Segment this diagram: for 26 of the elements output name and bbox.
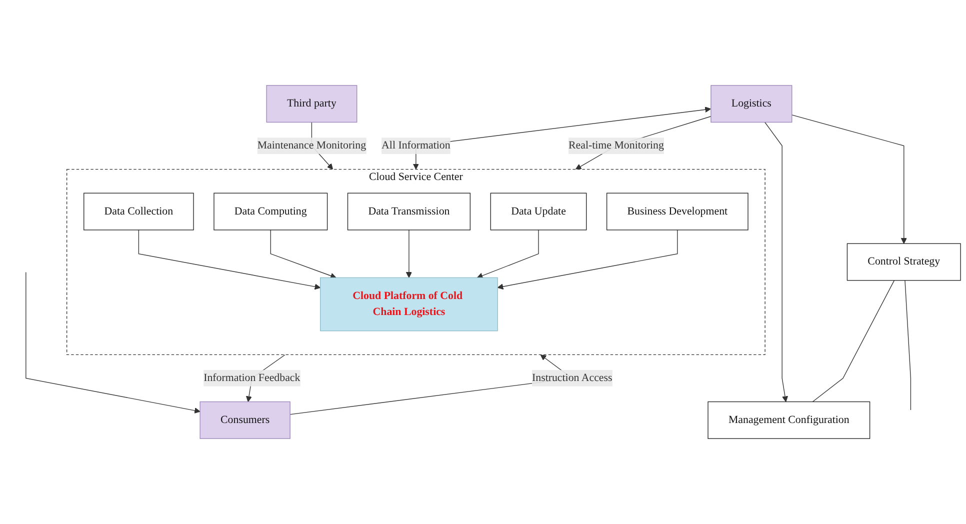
arrow	[26, 272, 200, 414]
edge-label: Information Feedback	[204, 372, 300, 384]
connector	[812, 280, 895, 402]
connector	[904, 280, 912, 410]
arrow	[792, 114, 907, 244]
arrow	[270, 230, 336, 279]
edge-label: Real-time Monitoring	[568, 140, 664, 152]
node-box: Control Strategy	[846, 243, 961, 281]
arrow	[497, 230, 678, 290]
node-box: Third party	[266, 85, 358, 123]
node-box: Data Collection	[84, 192, 194, 230]
edge-label: Maintenance Monitoring	[257, 140, 366, 152]
node-box: Data Transmission	[347, 192, 471, 230]
node-box: Cloud Platform of Cold Chain Logistics	[320, 277, 498, 332]
edge-label: Instruction Access	[532, 372, 612, 384]
node-box: Data Computing	[214, 192, 328, 230]
node-box: Management Configuration	[708, 401, 870, 439]
arrow	[138, 230, 321, 290]
arrow	[406, 230, 412, 278]
arrow	[764, 122, 788, 402]
edge-label: All Information	[382, 140, 450, 152]
node-box: Business Development	[606, 192, 748, 230]
node-box: Data Update	[490, 192, 587, 230]
node-box: Consumers	[200, 401, 290, 439]
node-box: Logistics	[710, 85, 792, 123]
arrow	[476, 230, 539, 279]
